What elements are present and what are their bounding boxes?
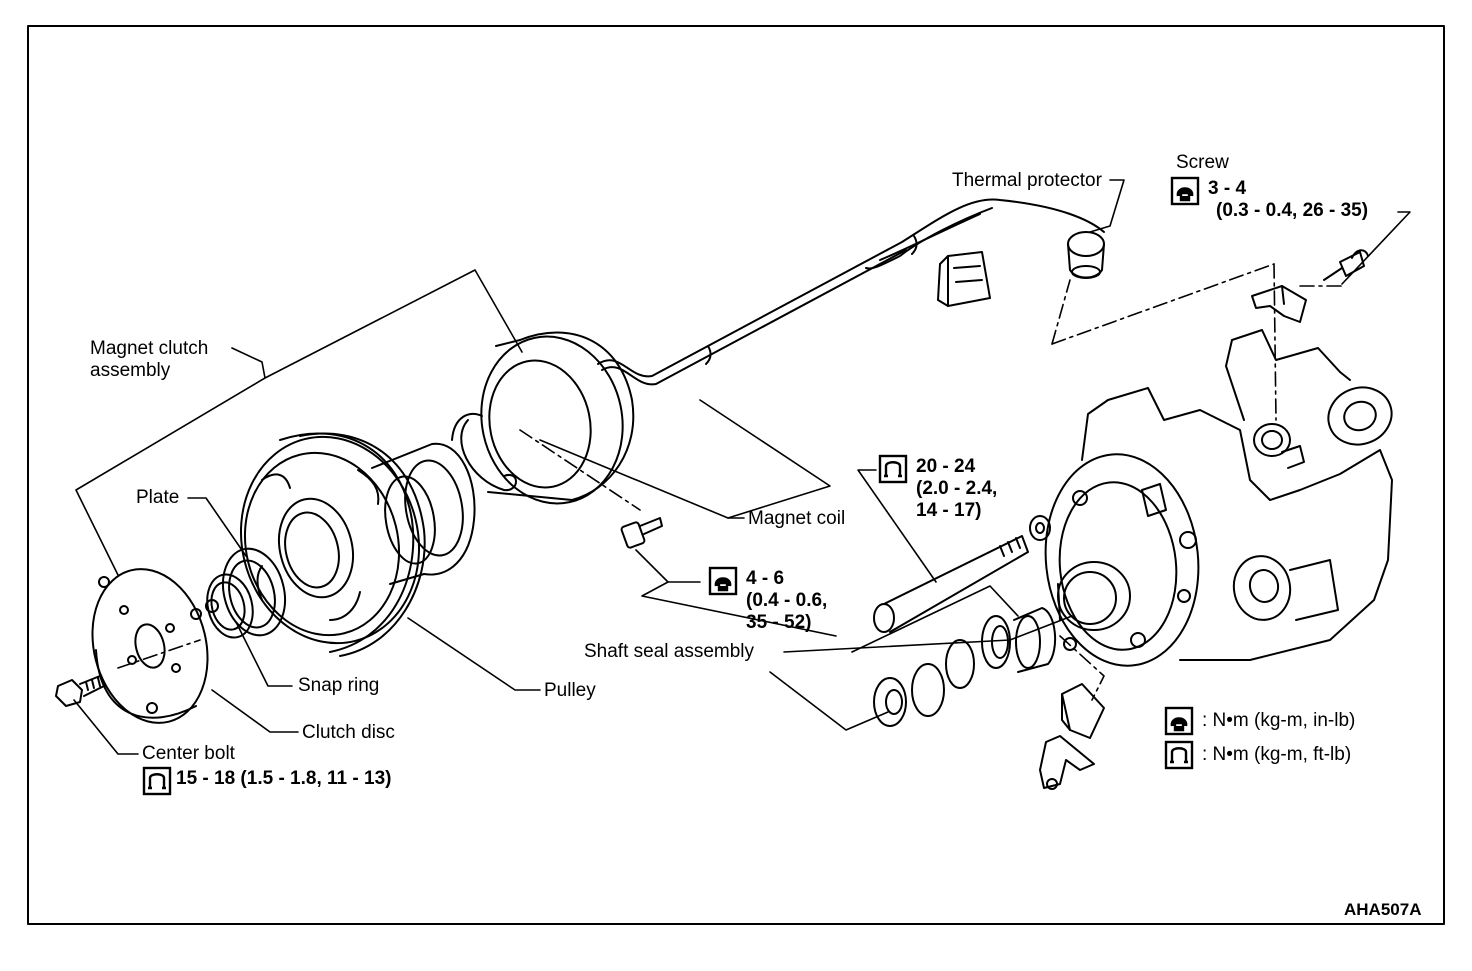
shaft-seal-parts <box>873 607 1057 727</box>
coil-bolt-torque: 4 - 6 (0.4 - 0.6, 35 - 52) <box>746 568 827 634</box>
torque-wrench-in-lb-icon <box>708 566 738 596</box>
through-bolt-torque: 20 - 24 (2.0 - 2.4, 14 - 17) <box>916 456 997 522</box>
plate-and-snap-ring <box>205 547 286 639</box>
shaft-seal-assembly-label: Shaft seal assembly <box>584 641 755 662</box>
magnet-clutch-assembly-line1: Magnet clutch <box>90 338 209 359</box>
legend-torque-wrench-in-lb-icon <box>1164 706 1194 736</box>
clip-and-key <box>1039 683 1105 790</box>
plate-label: Plate <box>136 487 180 508</box>
through-bolt-part <box>873 515 1051 633</box>
legend-torque-wrench-ft-lb-icon <box>1164 740 1194 770</box>
screw-label: Screw <box>1176 152 1229 173</box>
pulley-part <box>239 432 476 657</box>
through-bolt-torque-line1: 20 - 24 <box>916 456 976 477</box>
pulley-label: Pulley <box>544 680 596 701</box>
screw-torque-line2: (0.3 - 0.4, 26 - 35) <box>1216 200 1369 221</box>
coil-bolt-torque-line2: (0.4 - 0.6, <box>746 590 828 611</box>
magnet-clutch-assembly-line2: assembly <box>90 360 171 381</box>
legend-in-lb: : N•m (kg-m, in-lb) <box>1202 710 1356 731</box>
leader-lines <box>73 179 1411 755</box>
clutch-disc-label: Clutch disc <box>302 722 395 743</box>
thermal-protector-label: Thermal protector <box>952 170 1102 191</box>
screw-torque: 3 - 4 (0.3 - 0.4, 26 - 35) <box>1208 178 1368 222</box>
magnet-coil-label: Magnet coil <box>748 508 846 529</box>
center-bolt-label: Center bolt <box>142 743 235 764</box>
magnet-coil-part <box>451 331 635 505</box>
through-bolt-torque-line2: (2.0 - 2.4, <box>916 478 998 499</box>
thermal-protector-harness <box>597 198 1105 386</box>
screw-torque-line1: 3 - 4 <box>1208 178 1247 199</box>
compressor-body <box>1044 329 1393 667</box>
snap-ring-label: Snap ring <box>298 675 380 696</box>
torque-wrench-ft-lb-icon <box>142 766 172 796</box>
figure-frame <box>27 25 1445 925</box>
legend-ft-lb: : N•m (kg-m, ft-lb) <box>1202 744 1352 765</box>
coil-screw-part <box>620 517 663 549</box>
magnet-clutch-assembly-label: Magnet clutch assembly <box>90 338 208 382</box>
screw-and-bracket <box>1251 249 1369 323</box>
torque-wrench-in-lb-icon <box>1170 176 1200 206</box>
coil-bolt-torque-line3: 35 - 52) <box>746 612 812 633</box>
coil-bolt-torque-line1: 4 - 6 <box>746 568 785 589</box>
clutch-disc-part <box>91 568 209 724</box>
center-bolt-torque: 15 - 18 (1.5 - 1.8, 11 - 13) <box>176 768 392 789</box>
figure-code: AHA507A <box>1344 900 1422 919</box>
center-bolt-part <box>55 675 105 707</box>
through-bolt-torque-line3: 14 - 17) <box>916 500 982 521</box>
torque-wrench-ft-lb-icon <box>878 454 908 484</box>
